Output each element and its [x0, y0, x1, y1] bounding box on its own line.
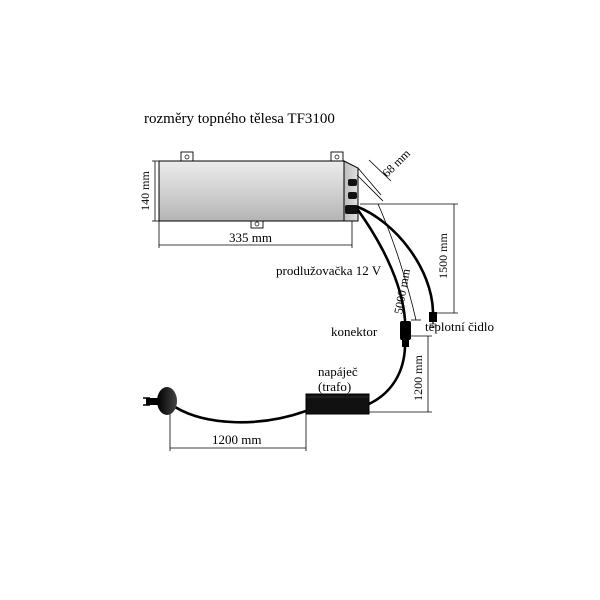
dimension-sensor: 1500 mm — [360, 203, 458, 314]
dimension-adapter-vertical-label: 1200 mm — [411, 355, 425, 401]
label-adapter-line2: (trafo) — [318, 379, 351, 394]
mains-plug — [143, 387, 177, 415]
dimension-depth-label: 68 mm — [379, 146, 413, 180]
dimension-height-label: 140 mm — [138, 171, 152, 211]
label-connector: konektor — [331, 324, 378, 339]
adapter-cable-upper — [367, 345, 407, 406]
dimension-depth: 68 mm — [356, 146, 413, 202]
dimension-plug-horizontal-label: 1200 mm — [212, 432, 261, 447]
terminal-middle — [348, 192, 357, 199]
dimension-width: 335 mm — [158, 221, 353, 248]
dimension-height: 140 mm — [138, 160, 159, 222]
label-sensor: teplotní čidlo — [425, 319, 494, 334]
terminal-bottom — [345, 205, 358, 214]
terminal-top — [348, 179, 357, 186]
connector — [400, 321, 411, 347]
heater-body — [158, 151, 359, 229]
label-extension: prodlužovačka 12 V — [276, 263, 382, 278]
sensor-cable — [356, 205, 435, 314]
dimension-adapter-vertical: 1200 mm — [369, 335, 432, 413]
mains-cable — [173, 405, 308, 424]
power-adapter — [305, 393, 370, 415]
sensor-probe — [429, 312, 437, 328]
dimension-plug-horizontal: 1200 mm — [169, 414, 307, 451]
heater-front-face — [158, 160, 345, 222]
diagram-title: rozměry topného tělesa TF3100 — [144, 111, 335, 127]
dimension-width-label: 335 mm — [229, 230, 272, 245]
extension-cable — [356, 208, 407, 322]
label-adapter-line1: napáječ — [318, 364, 358, 379]
dimension-sensor-label: 1500 mm — [436, 233, 450, 279]
